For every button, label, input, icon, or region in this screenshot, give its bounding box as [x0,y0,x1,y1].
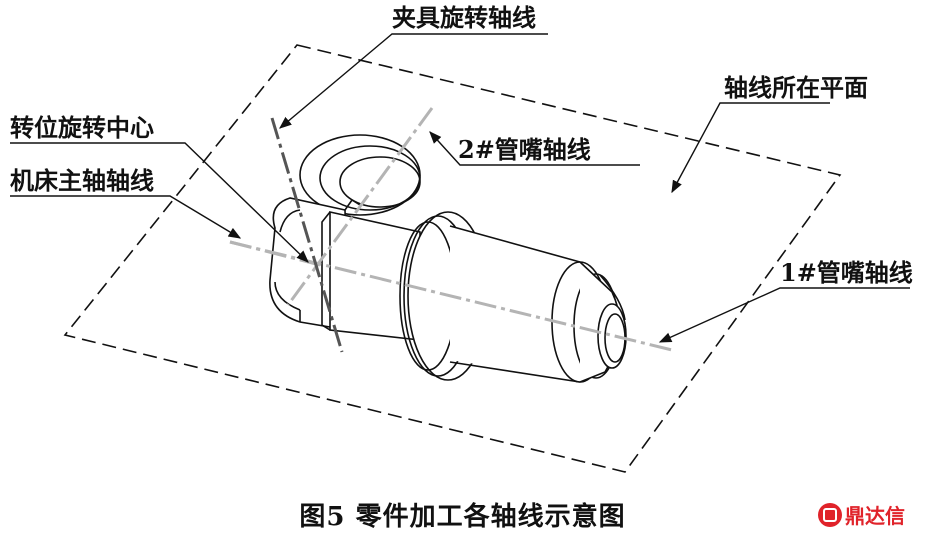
fixture-axis-label: 夹具旋转轴线 [392,3,536,32]
rear-block [269,197,361,331]
nozzle1-axis-label: 1#管嘴轴线 [780,258,913,287]
figure-caption: 图5 零件加工各轴线示意图 [299,502,626,532]
axis-plane-label: 轴线所在平面 [724,73,868,102]
watermark-text: 鼎达信 [845,504,905,528]
nozzle2-axis-label: 2#管嘴轴线 [458,135,591,164]
fixture-axis-line [270,117,344,353]
leaders [10,33,910,343]
elbow-body [299,134,421,253]
watermark: 鼎达信 [818,500,905,529]
front-cylinder [449,225,627,383]
watermark-logo-icon [818,502,842,527]
axis-plane [63,44,842,473]
spindle-axis-label: 机床主轴轴线 [10,166,154,195]
nozzle2-axis-line [286,107,434,306]
rotation-center-label: 转位旋转中心 [10,113,154,142]
